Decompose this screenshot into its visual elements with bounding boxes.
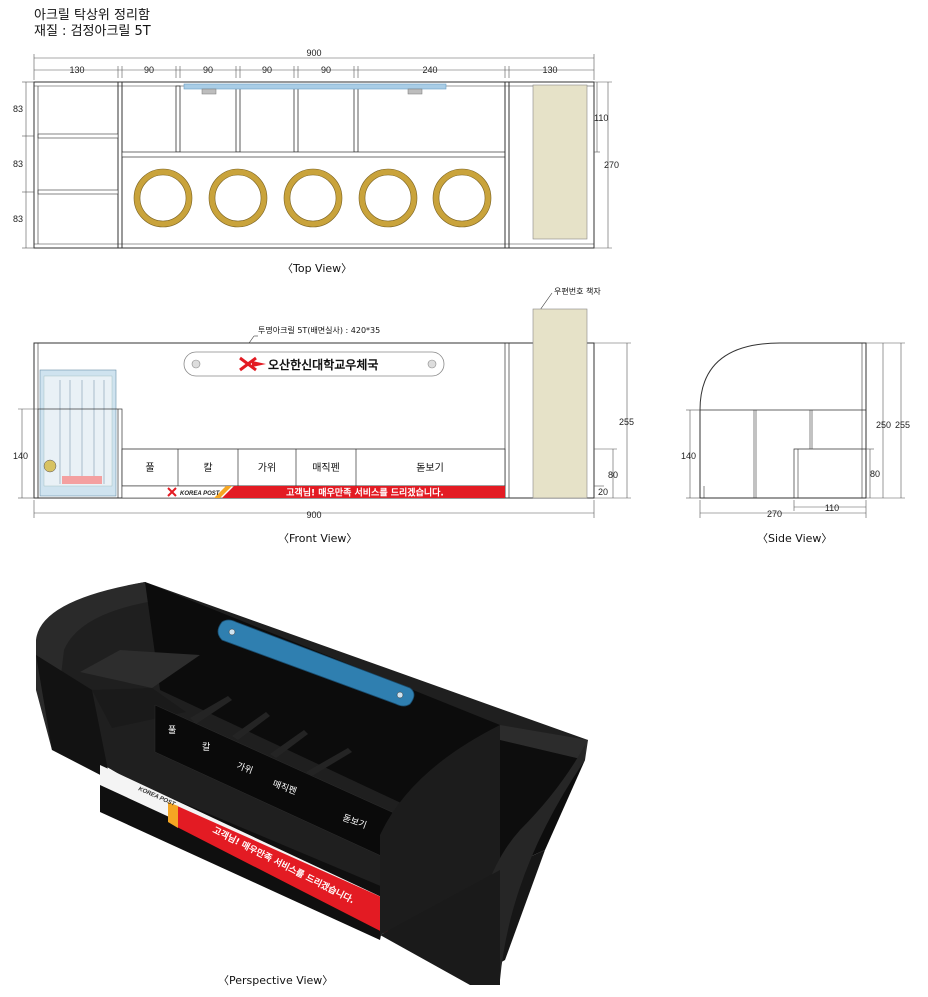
compartment-label-4: 돋보기 bbox=[416, 462, 444, 474]
korea-post-logo-icon bbox=[239, 356, 266, 372]
top-view: 900 130 90 90 90 90 240 130 bbox=[13, 48, 619, 249]
persp-label-2: 가위 bbox=[235, 760, 254, 776]
side-dim-110: 110 bbox=[825, 503, 839, 513]
front-view-caption: 〈Front View〉 bbox=[278, 532, 358, 545]
compartment-label-0: 풀 bbox=[145, 462, 154, 474]
brand-label: KOREA POST bbox=[180, 491, 221, 497]
front-dim-140: 140 bbox=[13, 451, 28, 461]
pen-holder-rings bbox=[134, 169, 491, 227]
dim-left-0: 83 bbox=[13, 104, 23, 114]
dim-top-1: 90 bbox=[144, 65, 154, 75]
side-dim-140: 140 bbox=[681, 451, 696, 461]
material-note: 재질 : 검정아크릴 5T bbox=[34, 24, 151, 39]
dim-top-4: 90 bbox=[321, 65, 331, 75]
dim-right-110: 110 bbox=[594, 113, 608, 123]
logo-text: 오산한신대학교우체국 bbox=[268, 357, 378, 372]
dim-top-total: 900 bbox=[306, 48, 321, 58]
front-dim-255: 255 bbox=[619, 417, 634, 427]
drawing-title: 아크릴 탁상위 정리함 bbox=[34, 8, 150, 23]
front-dim-20: 20 bbox=[598, 487, 608, 497]
slogan-text: 고객님! 매우만족 서비스를 드리겠습니다. bbox=[286, 487, 444, 499]
front-dim-900: 900 bbox=[306, 510, 321, 520]
perspective-view-caption: 〈Perspective View〉 bbox=[218, 974, 334, 987]
side-view-caption: 〈Side View〉 bbox=[757, 532, 833, 545]
dim-left-1: 83 bbox=[13, 159, 23, 169]
acrylic-name-plate bbox=[217, 619, 415, 707]
side-dim-270: 270 bbox=[767, 509, 782, 519]
compartment-label-3: 매직펜 bbox=[312, 462, 340, 474]
dim-left-2: 83 bbox=[13, 214, 23, 224]
persp-label-0: 풀 bbox=[168, 725, 176, 736]
compartment-label-2: 가위 bbox=[258, 461, 276, 474]
compartment-label-1: 칼 bbox=[203, 461, 212, 474]
dim-top-5: 240 bbox=[422, 65, 437, 75]
side-dim-255: 255 bbox=[895, 420, 910, 430]
dim-right-270: 270 bbox=[604, 160, 619, 170]
side-view: 140 80 250 255 270 110 bbox=[681, 342, 910, 519]
dim-top-2: 90 bbox=[203, 65, 213, 75]
front-view: 투명아크릴 5T(배면실사) : 420*35 우편번호 책자 오산한신대학교우… bbox=[13, 286, 634, 520]
callout-acrylic: 투명아크릴 5T(배면실사) : 420*35 bbox=[258, 325, 380, 335]
zip-code-book bbox=[532, 308, 588, 499]
perspective-slogan-band bbox=[175, 805, 388, 935]
front-dim-80: 80 bbox=[608, 470, 618, 480]
persp-label-1: 칼 bbox=[202, 742, 210, 753]
callout-zip-book: 우편번호 책자 bbox=[554, 286, 601, 296]
perspective-view: KOREA POST 고객님! 매우만족 서비스를 드리겠습니다. 풀 칼 가위… bbox=[36, 582, 588, 985]
dim-top-3: 90 bbox=[262, 65, 272, 75]
dim-top-6: 130 bbox=[542, 65, 557, 75]
top-view-caption: 〈Top View〉 bbox=[282, 262, 353, 275]
side-dim-250: 250 bbox=[876, 420, 891, 430]
dim-top-0: 130 bbox=[69, 65, 84, 75]
side-dim-80: 80 bbox=[870, 469, 880, 479]
